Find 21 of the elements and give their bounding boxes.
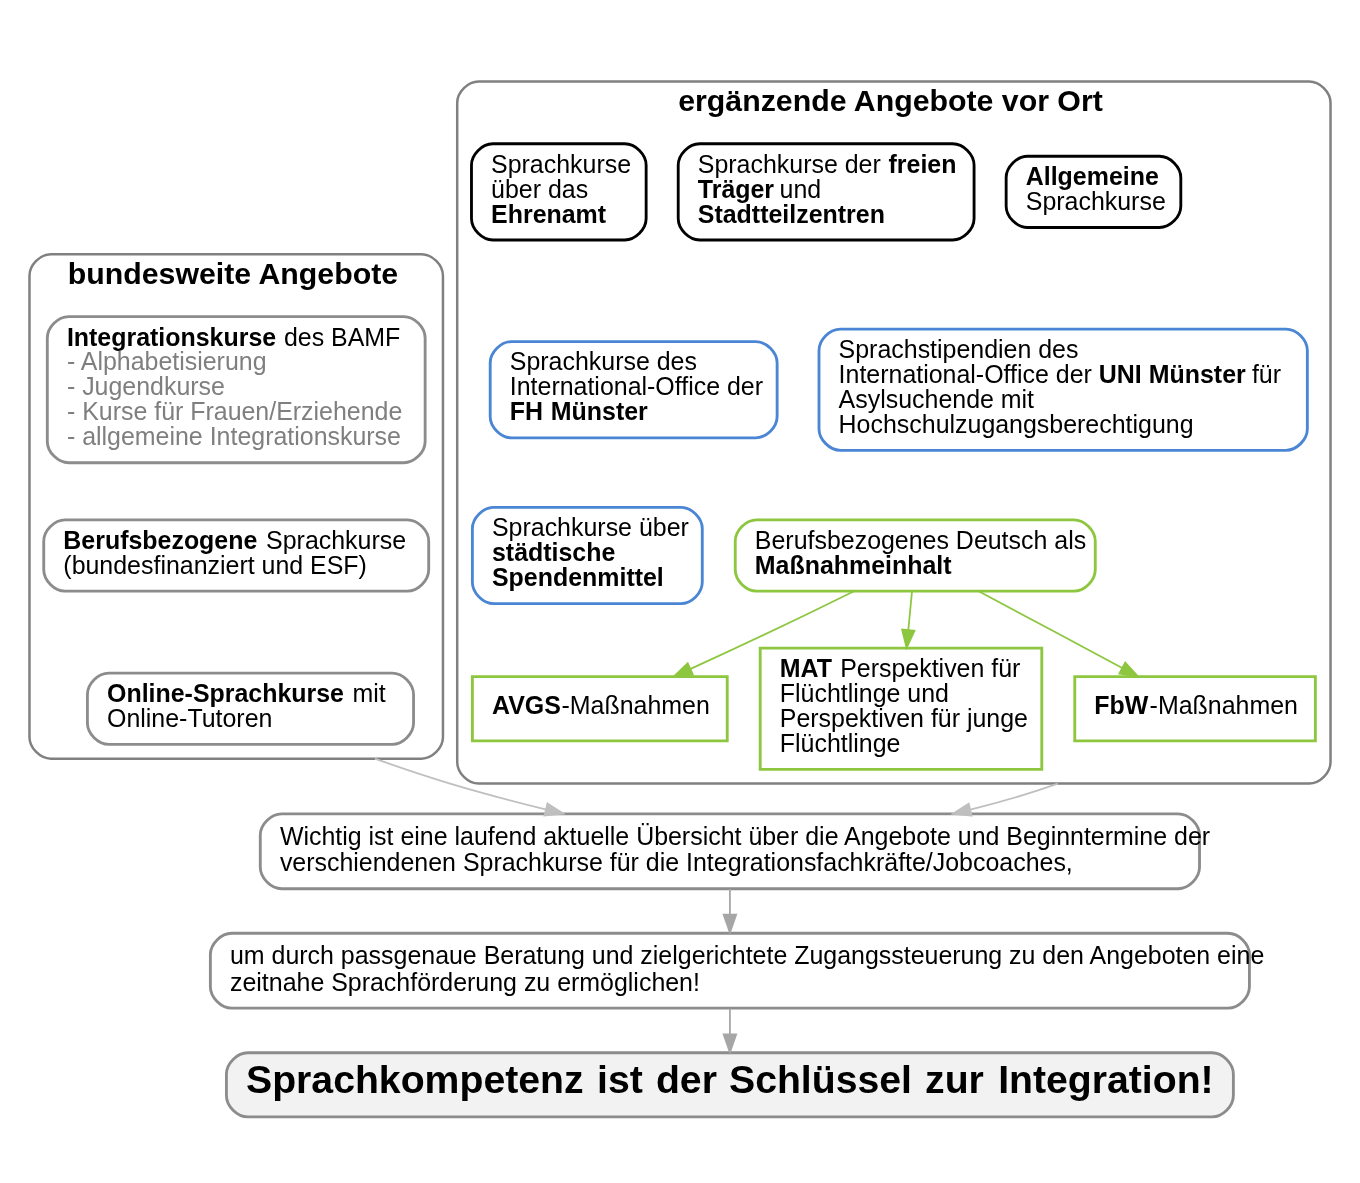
- node-box: Sprachkompetenz ist der Schlüssel zur Integration!: [225, 1050, 1235, 1118]
- arrow: [977, 589, 1141, 678]
- node-box: Sprachkurse über das Ehrenamt: [470, 141, 648, 241]
- arrow: [373, 757, 566, 817]
- arrow: [671, 589, 855, 678]
- node-box: Sprachkurse über städtische Spendenmittel: [470, 505, 704, 605]
- node-box: Berufsbezogene Sprachkurse (bundesfinanziert und ESF): [42, 517, 431, 593]
- arrow: [950, 782, 1059, 817]
- node-box: Sprachstipendien des International-Office der UNI Münster für Asylsuchende mit Hochschulzugangsberechtigung: [817, 327, 1309, 452]
- node-box: AVGS-Maßnahmen: [470, 674, 729, 742]
- arrow: [900, 589, 916, 650]
- node-box: Sprachkurse des International-Office der FH Münster: [488, 339, 779, 439]
- arrow: [722, 887, 738, 935]
- node-box: Online-Sprachkurse mit Online-Tutoren: [85, 671, 415, 746]
- node-box: Integrationskurse des BAMF - Alphabetisierung - Jugendkurse - Kurse für Frauen/Erziehende - allgemeine Integrationskurse: [45, 314, 427, 464]
- node-box: Sprachkurse der freien Träger und Stadtteilzentren: [676, 141, 976, 241]
- node-box: FbW-Maßnahmen: [1073, 674, 1317, 742]
- arrow: [722, 1007, 738, 1055]
- node-box: Allgemeine Sprachkurse: [1004, 154, 1183, 229]
- node-box: MAT Perspektiven für Flüchtlinge und Perspektiven für junge Flüchtlinge: [758, 646, 1044, 771]
- node-box: Berufsbezogenes Deutsch als Maßnahmeinhalt: [733, 517, 1097, 593]
